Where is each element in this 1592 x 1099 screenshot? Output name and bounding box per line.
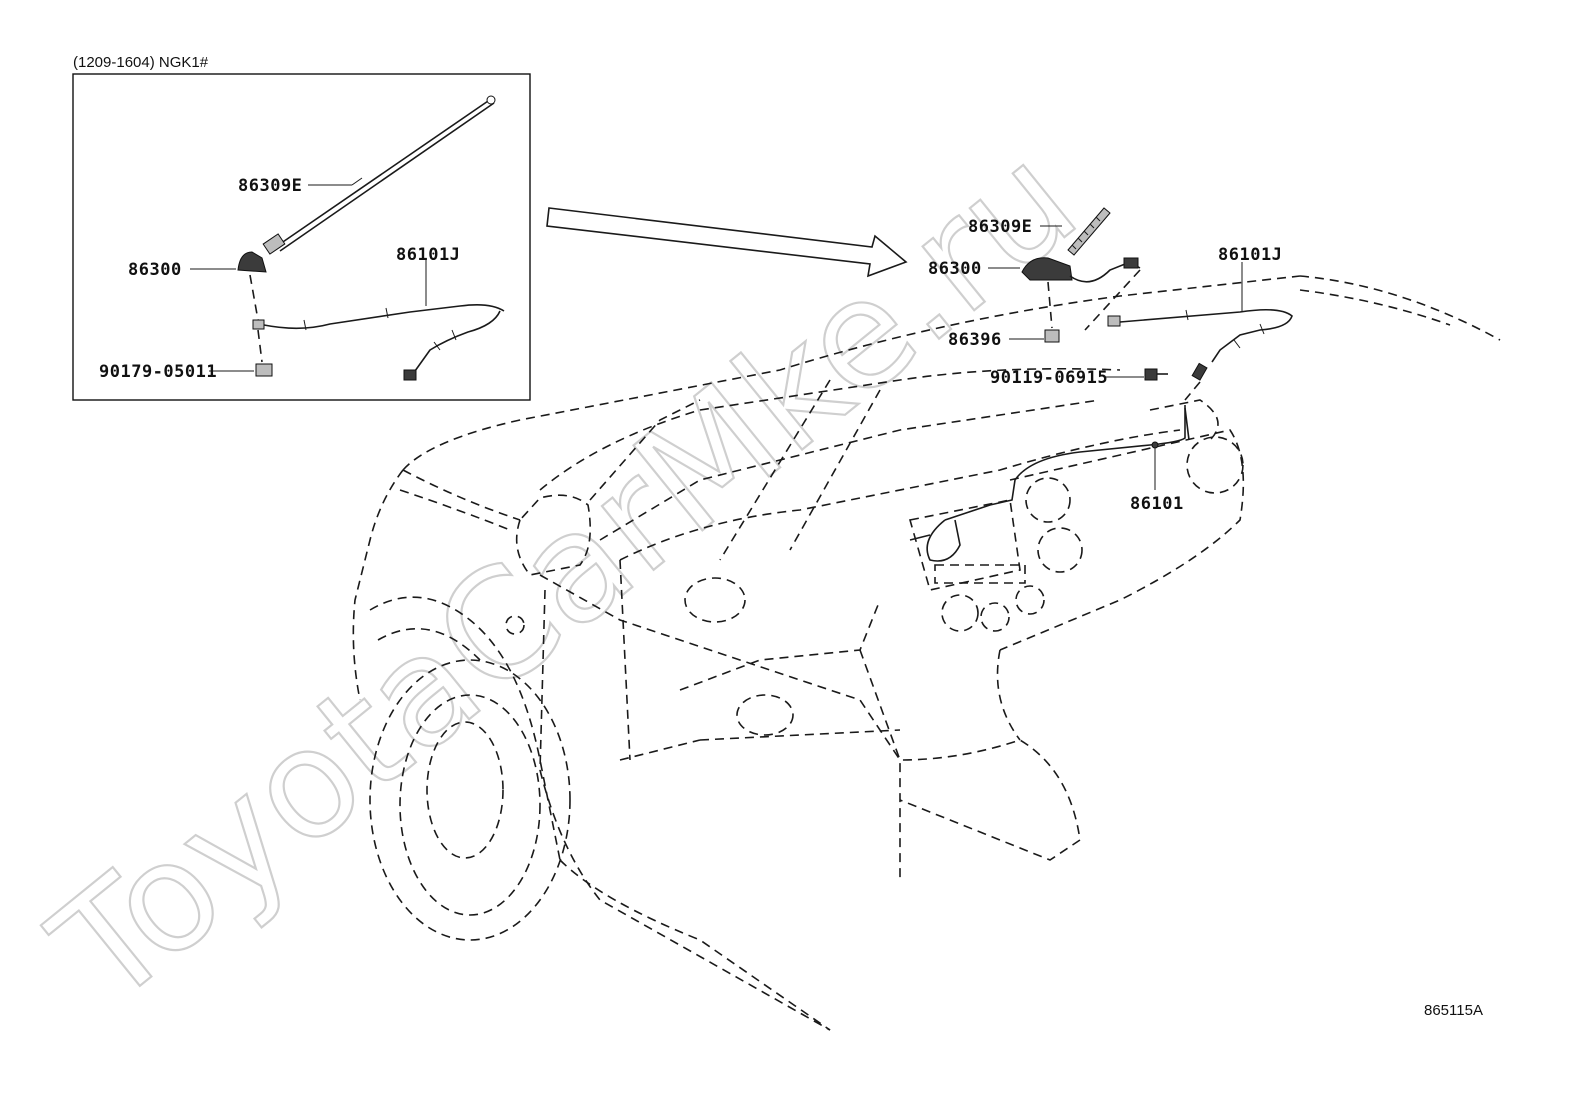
main-label-pad: 86396 xyxy=(948,330,1002,350)
inset-antenna-rod xyxy=(262,95,496,255)
main-screw xyxy=(1144,368,1168,381)
main-antenna-cable xyxy=(1107,308,1293,401)
inset-antenna-cable xyxy=(252,304,505,381)
main-label-cable: 86101J xyxy=(1218,245,1282,265)
transition-arrow xyxy=(546,207,908,278)
inset-nut xyxy=(255,329,273,377)
inset-panel: (1209-1604) NGK1# xyxy=(72,54,531,401)
vehicle-outline xyxy=(352,275,1501,1031)
inset-label-cable: 86101J xyxy=(396,245,460,265)
main-pad xyxy=(1044,329,1060,343)
main-label-rod: 86309E xyxy=(968,217,1032,237)
inset-label-nut: 90179-05011 xyxy=(99,362,217,382)
inset-antenna-base xyxy=(237,251,267,321)
inset-frame xyxy=(72,73,531,401)
inset-label-rod: 86309E xyxy=(238,176,302,196)
main-antenna-base xyxy=(1021,257,1141,331)
watermark-text: ToyotaCarMke.ru xyxy=(22,113,1108,1039)
main-antenna-cord xyxy=(909,405,1190,562)
inset-title: (1209-1604) NGK1# xyxy=(73,54,209,71)
main-label-screw: 90119-06915 xyxy=(990,368,1108,388)
inset-label-base: 86300 xyxy=(128,260,182,280)
main-label-base: 86300 xyxy=(928,259,982,279)
main-antenna-rod xyxy=(1067,207,1111,256)
figure-code: 865115A xyxy=(1424,1002,1483,1019)
main-label-cord: 86101 xyxy=(1130,494,1184,514)
